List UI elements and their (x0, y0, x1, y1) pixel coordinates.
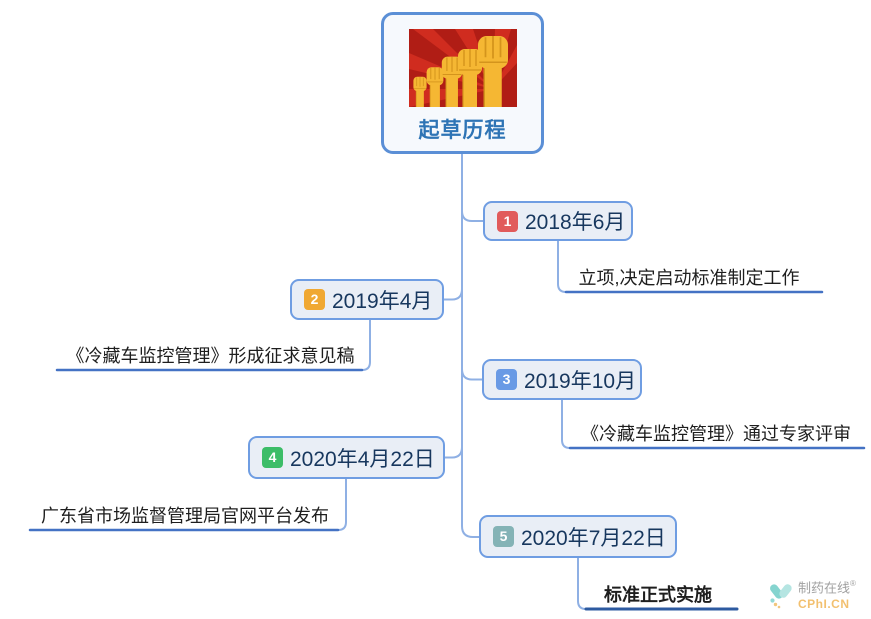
topic-2020-04-22[interactable]: 4 2020年4月22日 (248, 436, 445, 479)
topic-date-label: 2018年6月 (525, 211, 626, 234)
root-topic[interactable]: 起草历程 (381, 12, 544, 154)
registered-mark: ® (850, 579, 856, 588)
milestone-desc-1[interactable]: 立项,决定启动标准制定工作 (578, 268, 800, 288)
milestone-badge-5: 5 (493, 526, 514, 547)
topic-2019-10[interactable]: 3 2019年10月 (482, 359, 642, 400)
topic-2018-06[interactable]: 1 2018年6月 (483, 201, 633, 241)
topic-date-label: 2019年4月 (332, 289, 433, 313)
milestone-desc-4[interactable]: 广东省市场监督管理局官网平台发布 (41, 506, 329, 526)
topic-date-label: 2019年10月 (524, 369, 637, 393)
watermark-brand: 制药在线 (798, 580, 851, 596)
raised-fists-image (408, 29, 517, 107)
cphi-watermark: 制药在线® CPhI.CN (767, 579, 856, 612)
milestone-badge-1: 1 (497, 210, 518, 232)
milestone-desc-2[interactable]: 《冷藏车监控管理》形成征求意见稿 (66, 346, 355, 366)
milestone-badge-4: 4 (262, 447, 283, 468)
milestone-desc-3[interactable]: 《冷藏车监控管理》通过专家评审 (581, 424, 851, 444)
watermark-domain: CPhI.CN (798, 596, 850, 611)
milestone-badge-3: 3 (496, 369, 517, 390)
cphi-logo-icon (770, 584, 792, 609)
milestone-badge-2: 2 (304, 289, 325, 310)
topic-date-label: 2020年7月22日 (521, 526, 666, 550)
topic-2019-04[interactable]: 2 2019年4月 (290, 279, 444, 320)
root-topic-title: 起草历程 (418, 119, 507, 142)
topic-date-label: 2020年4月22日 (290, 447, 435, 471)
topic-2020-07-22[interactable]: 5 2020年7月22日 (479, 515, 677, 558)
milestone-desc-5[interactable]: 标准正式实施 (604, 585, 712, 605)
